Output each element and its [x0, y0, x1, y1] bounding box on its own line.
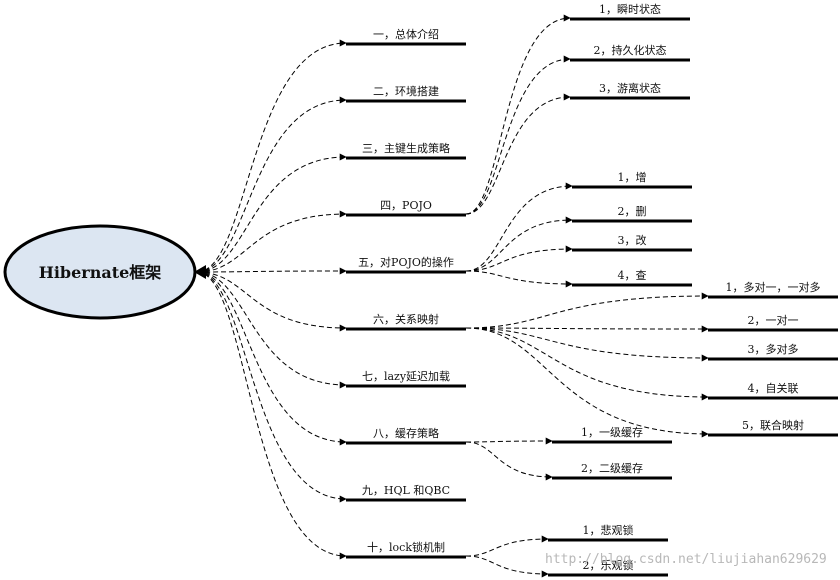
branch-2-connector: [196, 96, 347, 273]
branch-6-child-5-label: 5，联合映射: [742, 418, 804, 432]
branch-8-connector: [196, 271, 347, 446]
branch-10-child-1-label: 1，悲观锁: [583, 523, 634, 537]
branch-5-child-4-label: 4，查: [618, 268, 647, 282]
branch-6-child-2-label: 2，一对一: [748, 313, 799, 327]
branch-6-connector: [196, 271, 347, 332]
branch-10-child-1-connector: [465, 535, 549, 557]
branch-9-connector: [196, 271, 347, 503]
branch-10-child-2-label: 2，乐观锁: [583, 558, 634, 572]
branch-5-child-2-connector: [465, 216, 573, 272]
watermark-text: http://blog.csdn.net/liujiahan629629: [545, 552, 827, 567]
branch-6-child-5-connector: [465, 327, 709, 438]
branch-6-child-3-connector: [465, 327, 709, 362]
root-node: Hibernate框架: [3, 224, 197, 320]
branch-6-child-2-connector: [465, 325, 709, 333]
branch-10-child-2-connector: [465, 555, 549, 578]
branch-4-label: 四，POJO: [380, 199, 432, 212]
root-ellipse: [3, 224, 197, 320]
branch-7-connector: [196, 271, 347, 389]
branch-4-child-2-label: 2，持久化状态: [594, 43, 667, 57]
branch-8-child-1-label: 1，一级缓存: [581, 425, 643, 439]
branch-4-child-3-label: 3，游离状态: [599, 81, 661, 95]
branch-8-child-2-label: 2，二级缓存: [581, 461, 643, 475]
branch-10-connector: [196, 271, 347, 560]
branch-5-child-1-connector: [465, 182, 573, 272]
connector-layer: [196, 14, 709, 578]
branch-5-child-1-label: 1，增: [618, 170, 647, 184]
branch-3-label: 三，主键生成策略: [362, 141, 450, 155]
root-label: Hibernate框架: [39, 263, 162, 282]
branch-8-child-1-connector: [465, 437, 553, 445]
branch-4-child-2-connector: [465, 55, 571, 215]
branch-6-label: 六，关系映射: [373, 312, 439, 326]
branch-8-child-2-connector: [465, 441, 553, 481]
branch-2-label: 二，环境搭建: [373, 84, 439, 98]
branch-4-connector: [196, 210, 347, 273]
branch-5-connector: [196, 267, 347, 275]
branch-4-child-1-connector: [465, 14, 571, 215]
branch-1-label: 一，总体介绍: [373, 27, 439, 41]
branch-5-child-2-label: 2，删: [618, 205, 647, 218]
branch-6-child-4-label: 4，自关联: [748, 381, 799, 395]
branch-4-child-3-connector: [465, 93, 571, 215]
branch-8-label: 八，缓存策略: [373, 426, 439, 440]
branch-6-child-4-connector: [465, 327, 709, 401]
branch-5-child-3-label: 3，改: [618, 233, 647, 247]
branch-9-label: 九，HQL 和QBC: [362, 484, 450, 497]
branch-5-label: 五，对POJO的操作: [358, 255, 454, 269]
root-pointer-icon: [194, 265, 206, 279]
branch-7-label: 七，lazy延迟加载: [362, 370, 450, 383]
branch-3-connector: [196, 153, 347, 273]
branch-10-label: 十，lock锁机制: [367, 540, 445, 554]
branch-5-child-3-connector: [465, 245, 573, 272]
branch-6-child-1-label: 1，多对一，一对多: [726, 280, 821, 294]
branch-6-child-3-label: 3，多对多: [748, 342, 799, 356]
branch-6-child-1-connector: [465, 292, 709, 329]
branch-1-connector: [196, 39, 347, 273]
branch-5-child-4-connector: [465, 270, 573, 288]
branch-4-child-1-label: 1，瞬时状态: [599, 2, 661, 16]
